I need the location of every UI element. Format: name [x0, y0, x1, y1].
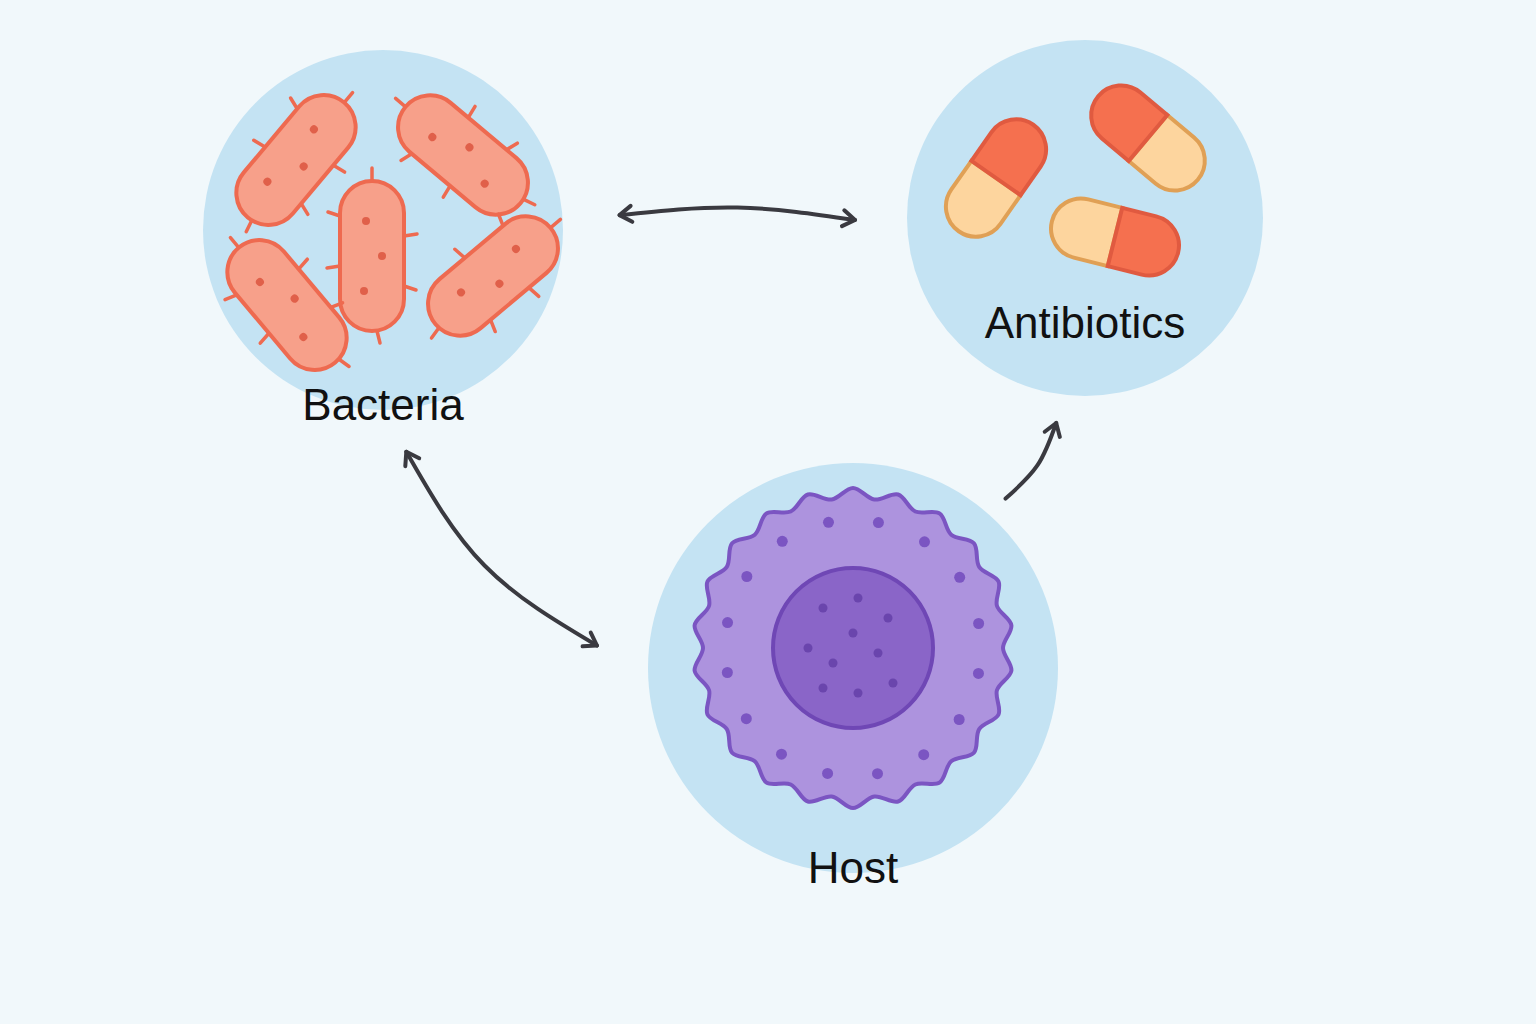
connector-arrow	[406, 452, 597, 646]
cytoplasm-dot	[954, 572, 965, 583]
nucleus	[773, 568, 933, 728]
connector-arrow	[1006, 423, 1057, 499]
node-circle: Host	[648, 463, 1058, 873]
node-label: Antibiotics	[907, 298, 1263, 349]
cytoplasm-dot	[777, 536, 788, 547]
bacterium	[196, 209, 377, 401]
connector-arrow	[620, 207, 855, 220]
nucleus-dot	[854, 689, 863, 698]
cytoplasm-dot	[823, 517, 834, 528]
circle-background	[648, 463, 1058, 873]
cytoplasm-dot	[741, 571, 752, 582]
circle-outline	[203, 50, 563, 410]
nucleus-dot	[829, 659, 838, 668]
nucleus-dot	[889, 679, 898, 688]
nucleus-dot	[819, 604, 828, 613]
node-circle: Bacteria	[203, 50, 563, 410]
host-cell	[695, 488, 1012, 808]
cytoplasm-dot	[741, 713, 752, 724]
cytoplasm-dot	[918, 749, 929, 760]
antibiotic-capsule	[1045, 192, 1186, 282]
circle-background	[203, 50, 563, 410]
antibiotic-capsule	[934, 108, 1058, 249]
node-label: Bacteria	[203, 380, 563, 431]
cytoplasm-dot	[973, 618, 984, 629]
cytoplasm-dot	[722, 667, 733, 678]
nucleus-dot	[819, 684, 828, 693]
cytoplasm-dot	[973, 668, 984, 679]
nucleus-dot	[854, 594, 863, 603]
node-label: Host	[648, 843, 1058, 894]
cytoplasm-dot	[872, 768, 883, 779]
node-circle: Antibiotics	[907, 40, 1263, 396]
nucleus-dot	[849, 629, 858, 638]
nucleus-dot	[804, 644, 813, 653]
nucleus-dot	[884, 614, 893, 623]
circle-background	[907, 40, 1263, 396]
cytoplasm-dot	[776, 749, 787, 760]
cytoplasm-dot	[954, 714, 965, 725]
cytoplasm-dot	[822, 768, 833, 779]
cytoplasm-dot	[873, 517, 884, 528]
nucleus-dot	[874, 649, 883, 658]
antibiotic-capsule	[1079, 73, 1217, 203]
cytoplasm-dot	[722, 617, 733, 628]
circle-outline	[648, 463, 1058, 873]
bacterium	[397, 185, 589, 366]
cytoplasm-dot	[919, 536, 930, 547]
cell-membrane	[695, 488, 1012, 808]
